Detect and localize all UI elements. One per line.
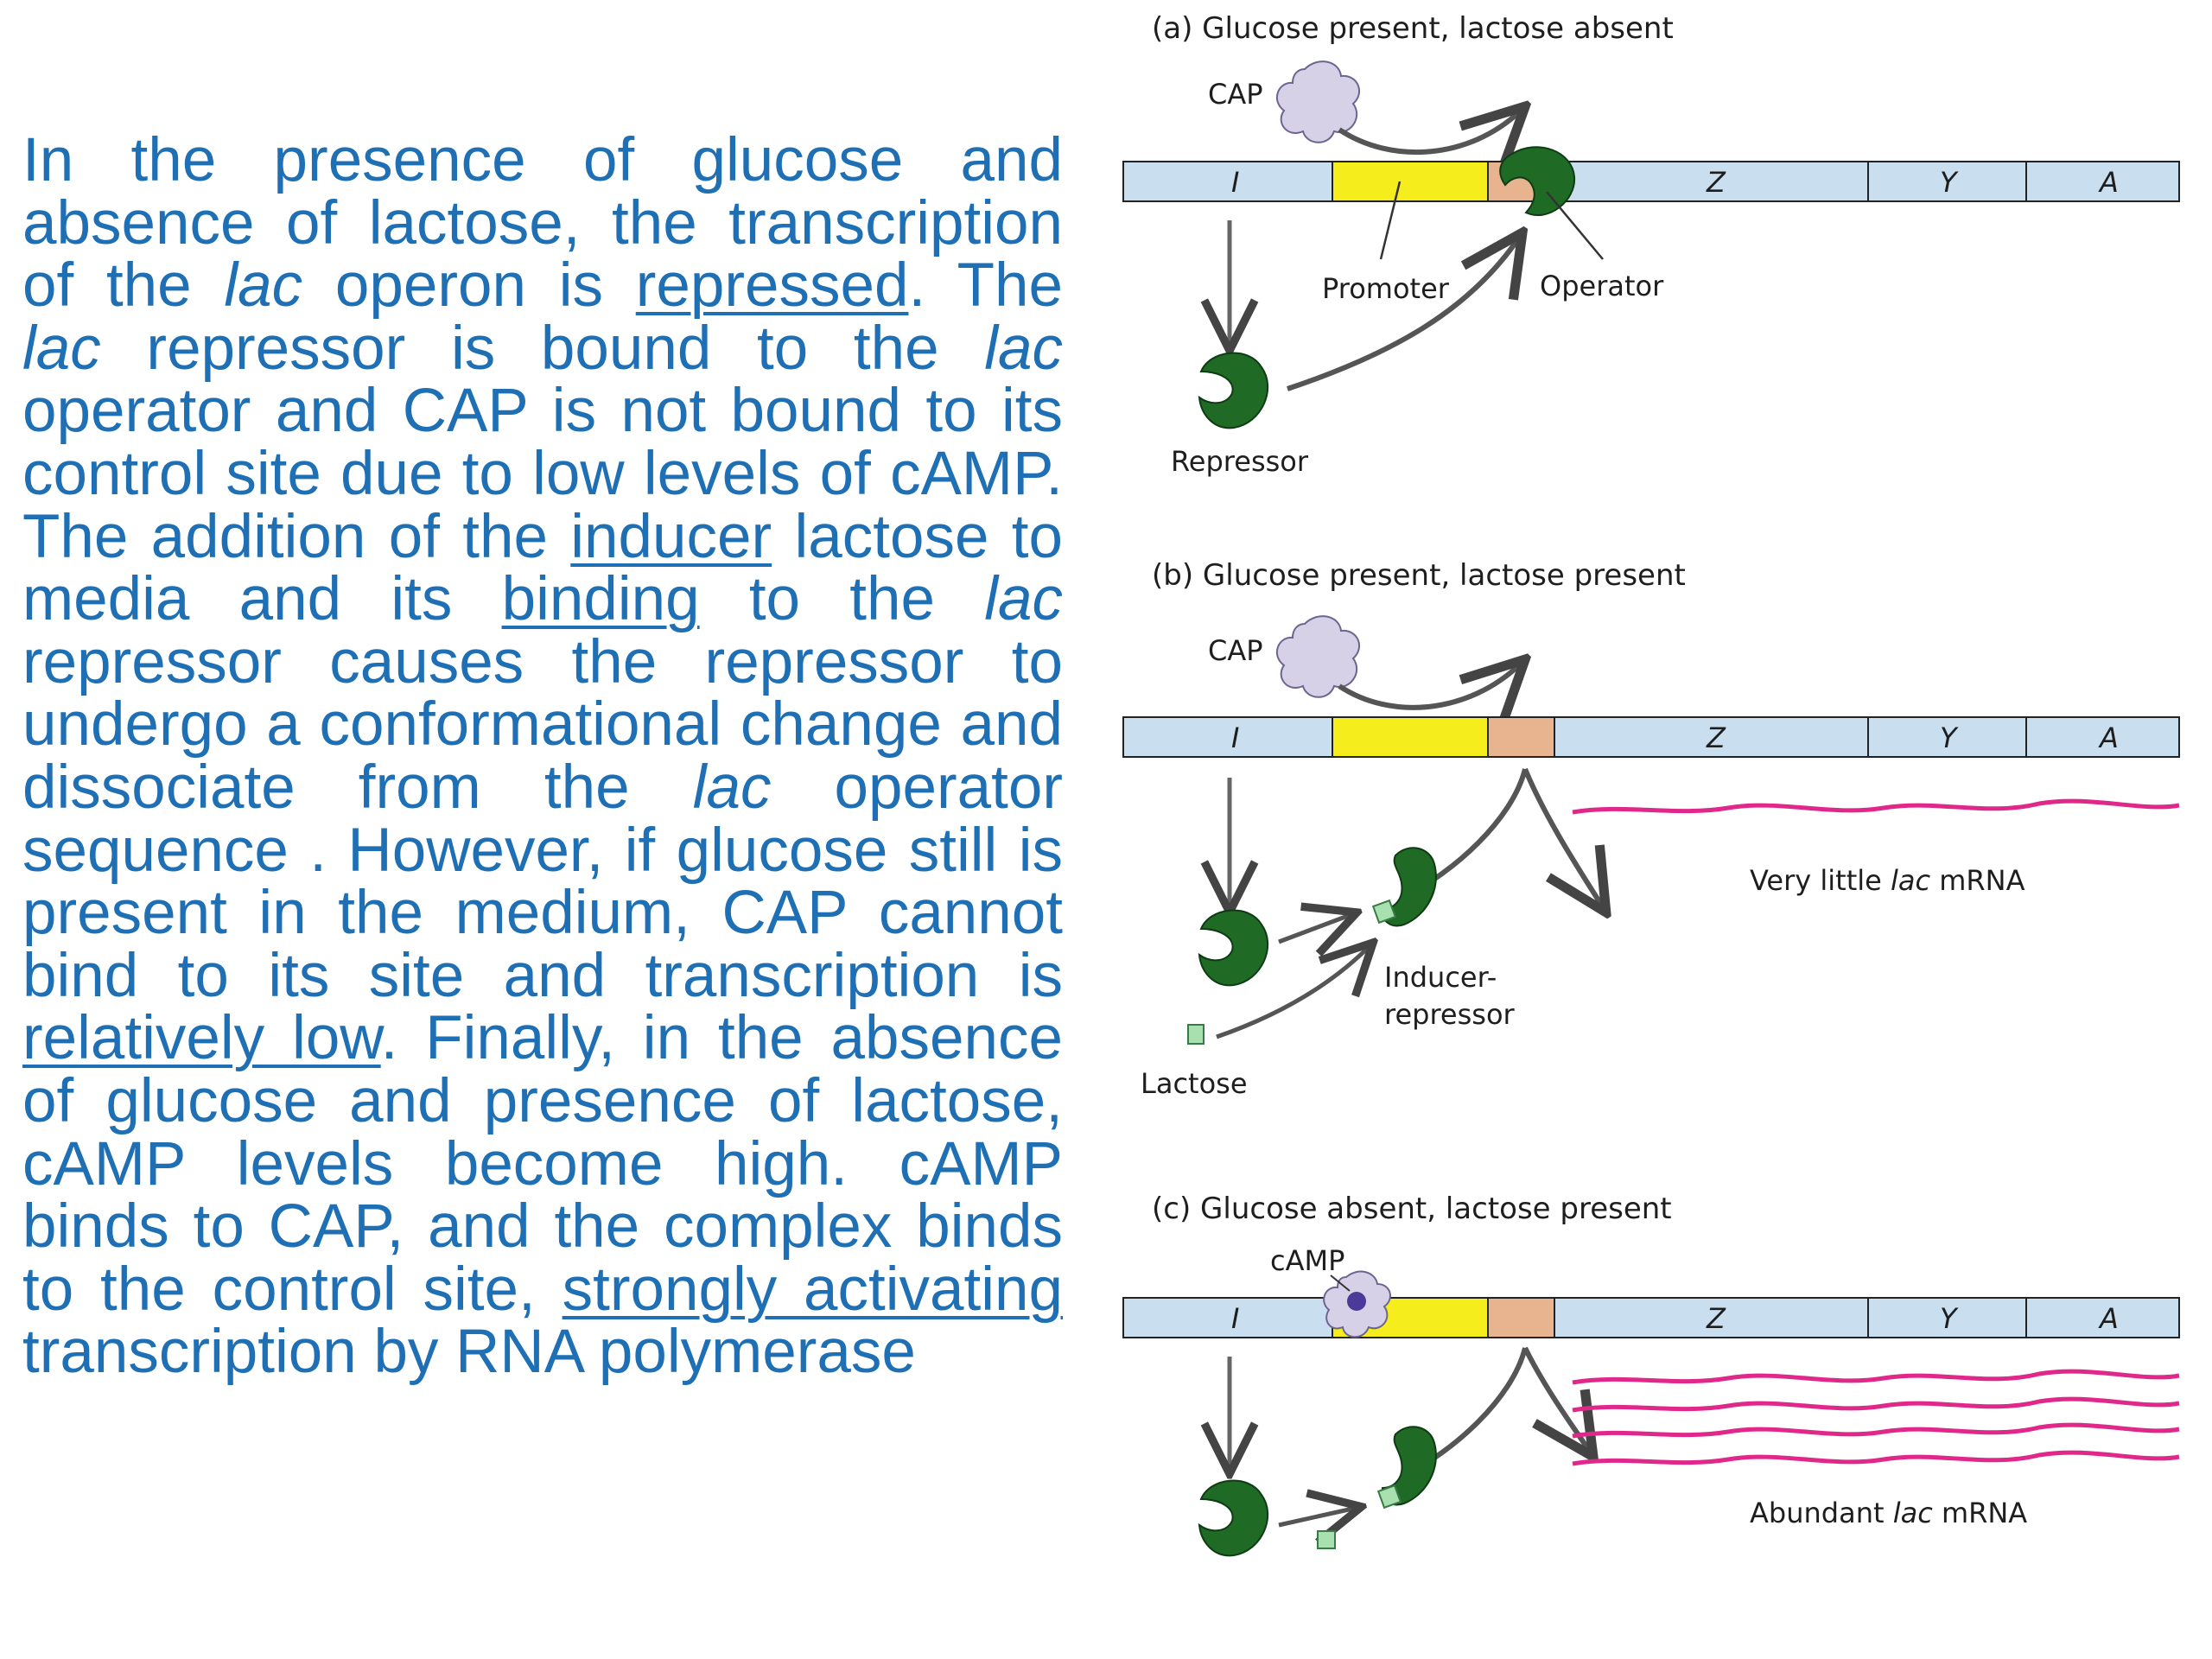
panel-b-gene-i: I — [1231, 721, 1239, 754]
panel-c-lactose-icon — [1317, 1530, 1336, 1549]
panel-c-dna — [1122, 1297, 2180, 1338]
panel-b-gene-z: Z — [1706, 721, 1726, 754]
panel-a-cap-arrow — [1338, 111, 1521, 152]
panel-b-bound-lactose-icon — [1371, 899, 1397, 925]
panel-b-repressor-arrow — [1278, 914, 1352, 942]
diagram-svg: (a) Glucose present, lactose absent CAP … — [1122, 11, 2180, 1557]
paragraph-run: repressor is bound to the — [100, 314, 985, 383]
panel-b-lactose-icon — [1187, 1024, 1205, 1045]
panel-b-lactose-arrow — [1216, 946, 1370, 1039]
paragraph-run: binding — [501, 565, 700, 634]
panel-c-transcription-arrow — [1522, 1346, 1590, 1452]
panel-a-bound-repressor-icon — [1499, 146, 1576, 216]
panel-b-mrna-label: Very little lac mRNA — [1750, 864, 2025, 897]
panel-b-cap-icon — [1275, 615, 1360, 698]
panel-b-transcription-arrow — [1522, 767, 1603, 907]
panel-b-mrna — [1572, 798, 2180, 815]
panel-a: (a) Glucose present, lactose absent CAP … — [1122, 11, 2180, 478]
paragraph-run: repressor causes the repressor to underg… — [22, 627, 1063, 822]
panel-c-gene-y: Y — [1940, 1302, 1959, 1335]
paragraph-run: relatively low — [22, 1004, 381, 1073]
panel-c-mrna-1 — [1572, 1369, 2180, 1385]
panel-c-mrna-2 — [1572, 1396, 2180, 1413]
panel-a-title: (a) Glucose present, lactose absent — [1152, 11, 1674, 46]
panel-b: (b) Glucose present, lactose present CAP… — [1122, 558, 2180, 1100]
paragraph-run: repressed — [635, 251, 909, 321]
panel-a-operator-label: Operator — [1540, 270, 1664, 302]
panel-c-camp-icon — [1347, 1292, 1366, 1311]
panel-c-mrna-label: Abundant lac mRNA — [1750, 1497, 2027, 1529]
panel-b-inducer-repressor-icon — [1381, 847, 1437, 927]
panel-b-promoter-region — [1332, 716, 1489, 758]
paragraph-run: lac — [224, 251, 303, 321]
panel-c-gene-a: A — [2098, 1302, 2119, 1335]
panel-b-gene-a: A — [2098, 721, 2119, 754]
paragraph-run: lac — [984, 314, 1063, 383]
panel-b-repressor-icon — [1198, 909, 1269, 987]
paragraph-run: . The — [908, 251, 1064, 321]
panel-a-gene-i: I — [1231, 166, 1239, 199]
paragraph-run: operon is — [302, 251, 636, 321]
panel-c-title: (c) Glucose absent, lactose present — [1152, 1192, 1672, 1226]
paragraph-run: . Finally, in the absence of glucose and… — [22, 1004, 1063, 1324]
paragraph-run: lactose to media and its — [22, 502, 1063, 634]
paragraph-run: strongly activating — [562, 1255, 1064, 1324]
panel-c-operator-region — [1487, 1297, 1555, 1338]
paragraph-run: In the presence of glucose and absence o… — [22, 126, 1063, 321]
paragraph-run: operator sequence . However, if glucose … — [22, 753, 1063, 1010]
panel-b-inducer-repressor-label-1: Inducer- — [1384, 961, 1497, 994]
panel-b-cap-arrow — [1338, 664, 1521, 708]
panel-a-repressor-icon — [1198, 352, 1269, 429]
panel-b-inducer-repressor-label-2: repressor — [1384, 998, 1516, 1031]
explanation-paragraph: In the presence of glucose and absence o… — [22, 129, 1064, 1387]
panel-c: (c) Glucose absent, lactose present cAMP… — [1122, 1192, 2180, 1557]
panel-b-gene-y: Y — [1940, 721, 1959, 754]
panel-c-mrna-3 — [1572, 1422, 2180, 1439]
panel-a-cap-label: CAP — [1208, 78, 1263, 111]
panel-c-repressor-arrow — [1278, 1508, 1357, 1525]
panel-a-cap-icon — [1275, 60, 1360, 143]
panel-c-repressor-icon — [1198, 1479, 1269, 1557]
panel-b-operator-region — [1487, 716, 1555, 758]
panel-b-lactose-label: Lactose — [1141, 1067, 1248, 1100]
panel-a-repressor-label: Repressor — [1171, 445, 1309, 478]
panel-a-gene-a: A — [2098, 166, 2119, 199]
paragraph-run: lac — [692, 753, 772, 822]
panel-a-gene-z: Z — [1706, 166, 1726, 199]
panel-a-promoter-label: Promoter — [1322, 272, 1450, 305]
paragraph-run: inducer — [570, 502, 772, 571]
panel-a-dna — [1122, 161, 2180, 202]
panel-a-promoter-region — [1332, 161, 1489, 202]
panel-c-bound-lactose-icon — [1376, 1484, 1402, 1510]
panel-c-gene-i: I — [1231, 1302, 1239, 1335]
panel-c-mrna-4 — [1572, 1450, 2180, 1466]
lac-operon-diagram: (a) Glucose present, lactose absent CAP … — [1106, 0, 2212, 1659]
paragraph-run: to the — [699, 565, 985, 634]
panel-c-camp-label: cAMP — [1270, 1244, 1344, 1277]
panel-c-gene-z: Z — [1706, 1302, 1726, 1335]
paragraph-run: lac — [984, 565, 1063, 634]
paragraph-run: lac — [22, 314, 101, 383]
paragraph-run: operator and CAP is not bound to its con… — [22, 377, 1063, 571]
panel-b-title: (b) Glucose present, lactose present — [1152, 558, 1686, 593]
paragraph-run: transcription by RNA polymerase — [22, 1318, 916, 1387]
panel-b-dna — [1122, 716, 2180, 758]
panel-a-repressor-arrow — [1287, 238, 1519, 391]
panel-b-cap-label: CAP — [1208, 634, 1263, 667]
panel-a-gene-y: Y — [1940, 166, 1959, 199]
